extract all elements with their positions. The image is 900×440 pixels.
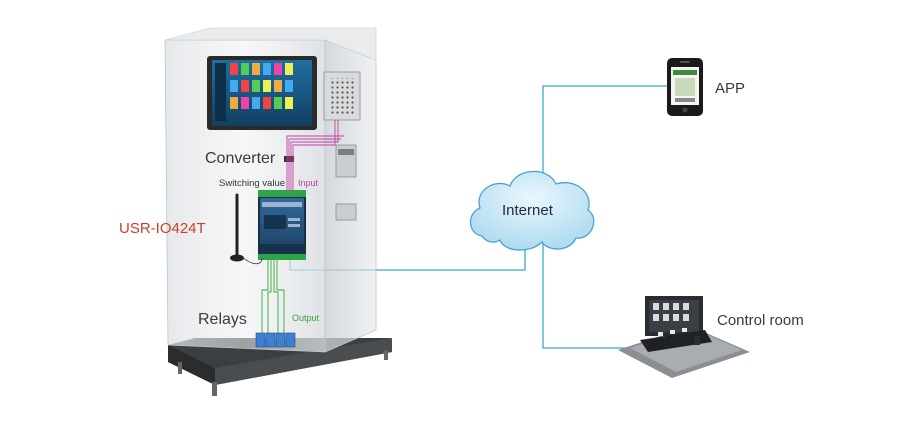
control-desk-icon (618, 296, 750, 378)
output-wires (261, 255, 285, 335)
relay (275, 332, 286, 348)
screen-product-tiles (230, 63, 293, 109)
antenna-icon (230, 193, 263, 265)
link-internet-to-app (542, 85, 668, 188)
link-internet-to-control-room (542, 240, 628, 349)
relay (255, 332, 266, 348)
device-model-label: USR-IO424T (119, 220, 206, 237)
internet-label: Internet (502, 202, 553, 219)
converter-label: Converter (205, 150, 276, 167)
relays (255, 332, 296, 348)
switching-value-label: Switching value (219, 178, 286, 189)
vending-machine (164, 27, 392, 396)
relays-label: Relays (198, 311, 247, 328)
card-reader (335, 203, 357, 221)
app-label: APP (715, 80, 746, 97)
relay (285, 332, 296, 348)
io-device (258, 190, 306, 260)
output-label: Output (292, 313, 320, 323)
cloud-icon (469, 170, 595, 251)
input-wires (286, 120, 344, 200)
control-room-label: Control room (717, 312, 804, 329)
relay (265, 332, 276, 348)
input-label: Input (298, 178, 319, 188)
smartphone-icon (667, 58, 703, 116)
